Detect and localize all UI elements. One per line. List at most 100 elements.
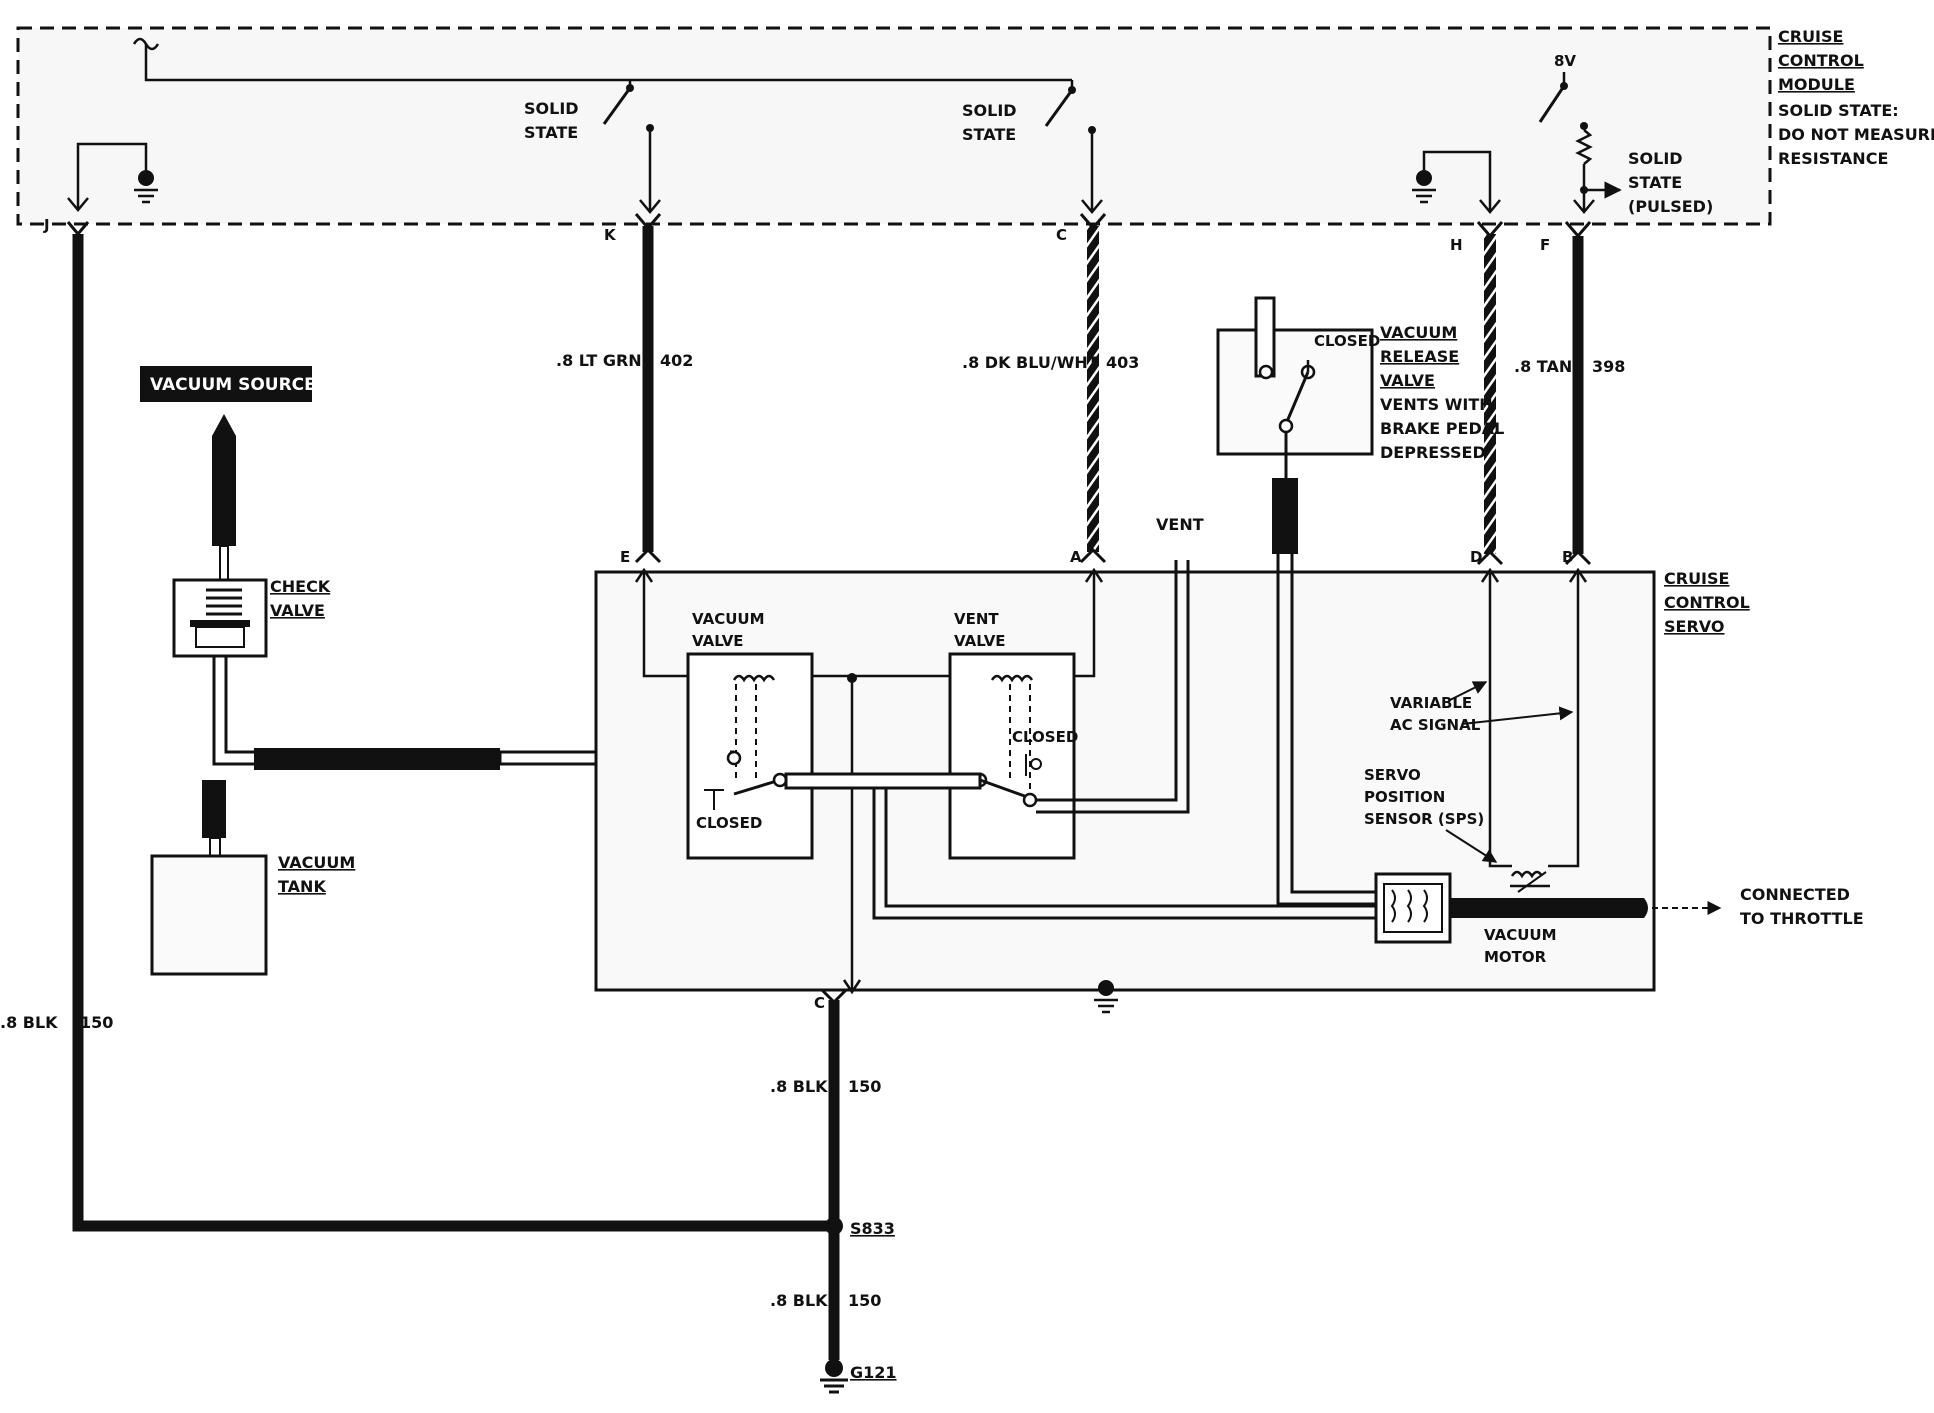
switch-c-label: SOLID xyxy=(962,101,1017,120)
wire-k-e-gauge: .8 LT GRN xyxy=(556,351,642,370)
ground-icon xyxy=(1412,170,1436,204)
sps-pointer xyxy=(1445,829,1498,863)
wire-k-e-circuit: 402 xyxy=(660,351,693,370)
release-valve-title-line2: RELEASE xyxy=(1380,347,1459,366)
wire-j-ground xyxy=(72,234,830,1232)
throttle-label: CONNECTED xyxy=(1740,885,1850,904)
vacuum-tank-label: VACUUM xyxy=(278,853,355,872)
vent-label: VENT xyxy=(1156,515,1204,534)
wire-splice-ground-circuit: 150 xyxy=(848,1291,881,1310)
wire-servo-c-gauge: .8 BLK xyxy=(770,1077,828,1096)
vent-valve-label-line2: VALVE xyxy=(954,632,1006,650)
vacuum-valve-state: CLOSED xyxy=(696,814,762,832)
ground-label: G121 xyxy=(850,1363,897,1382)
vacuum-supply: VACUUM SOURCE CHECK VALVE VACUUM TANK xyxy=(140,366,732,976)
servo-title-line2: CONTROL xyxy=(1664,593,1750,612)
ground-icon xyxy=(134,170,158,204)
wire-h-d-circuit: 398 xyxy=(1592,357,1625,376)
f-supply-voltage: 8V xyxy=(1554,52,1576,70)
vent-passage xyxy=(1036,560,1178,802)
internal-supply-bus xyxy=(144,44,1072,82)
f-solid-state-label: SOLID xyxy=(1628,149,1683,168)
tank-hose xyxy=(202,780,226,838)
release-valve-note-line3: DEPRESSED xyxy=(1380,443,1486,462)
switch-k-label-line2: STATE xyxy=(524,123,578,142)
module-note: SOLID STATE: xyxy=(1778,101,1899,120)
throttle-label-line2: TO THROTTLE xyxy=(1740,909,1864,928)
sps-label-line2: POSITION xyxy=(1364,788,1445,806)
module-note-line3: RESISTANCE xyxy=(1778,149,1888,168)
vacuum-motor-label: VACUUM xyxy=(1484,926,1557,944)
ground-icon xyxy=(820,1359,848,1394)
release-valve-title-line3: VALVE xyxy=(1380,371,1435,390)
module-pin-c: C xyxy=(1056,226,1067,244)
sps-feed-b xyxy=(1548,572,1580,868)
vacuum-tank xyxy=(150,854,268,976)
splice-label: S833 xyxy=(850,1219,895,1238)
sps-label: SERVO xyxy=(1364,766,1421,784)
vacuum-motor-label-line2: MOTOR xyxy=(1484,948,1547,966)
wire-h-d xyxy=(1484,234,1496,554)
wire-c-a xyxy=(1087,226,1099,552)
vacuum-motor xyxy=(1374,872,1452,944)
vacuum-source-hose xyxy=(212,436,236,546)
vacuum-source-hose-tip xyxy=(212,414,236,436)
wire-c-a-circuit: 403 xyxy=(1106,353,1139,372)
variable-signal-label: VARIABLE xyxy=(1390,694,1472,712)
release-valve-title: VACUUM xyxy=(1380,323,1457,342)
release-valve-state: CLOSED xyxy=(1314,332,1380,350)
solid-state-switch-k xyxy=(602,80,661,214)
wire-j-circuit: 150 xyxy=(80,1013,113,1032)
module-pin-f: F xyxy=(1540,236,1550,254)
check-valve xyxy=(172,578,268,658)
vacuum-source-tag xyxy=(140,366,312,402)
servo-title-line3: SERVO xyxy=(1664,617,1724,636)
signal-pointer-d xyxy=(1449,681,1488,701)
vacuum-valve-coil xyxy=(732,674,776,683)
pulsed-switch-f xyxy=(1538,72,1622,214)
wire-splice-ground-gauge: .8 BLK xyxy=(770,1291,828,1310)
vacuum-release-valve xyxy=(1216,296,1374,554)
module-ground-j xyxy=(67,142,148,212)
module-ground-h xyxy=(1422,150,1501,214)
vacuum-valve xyxy=(686,652,814,860)
servo-title: CRUISE xyxy=(1664,569,1729,588)
servo-pin-e: E xyxy=(620,548,630,566)
harness: .8 BLK 150 .8 LT GRN 402 .8 DK BLU/WHT 4… xyxy=(0,213,1625,1394)
vacuum-solenoid-feed xyxy=(642,572,1096,678)
module-title: CRUISE xyxy=(1778,27,1843,46)
f-solid-state-label-line2: STATE xyxy=(1628,173,1682,192)
motor-supply-passage xyxy=(872,788,1380,920)
module-note-line2: DO NOT MEASURE xyxy=(1778,125,1934,144)
switch-k-label: SOLID xyxy=(524,99,579,118)
release-valve-note-line2: BRAKE PEDAL xyxy=(1380,419,1504,438)
module-title-line3: MODULE xyxy=(1778,75,1855,94)
release-valve-passage xyxy=(1276,554,1380,906)
splice-s833 xyxy=(825,1217,843,1235)
ground-icon xyxy=(1094,980,1118,1014)
servo-pin-a: A xyxy=(1070,548,1082,566)
servo-pin-c: C xyxy=(814,994,825,1012)
switch-c-label-line2: STATE xyxy=(962,125,1016,144)
vent-valve-coil xyxy=(990,674,1034,683)
vent-valve xyxy=(948,652,1076,860)
wire-c-a-gauge: .8 DK BLU/WHT xyxy=(962,353,1099,372)
wire-servo-c-circuit: 150 xyxy=(848,1077,881,1096)
module-boundary xyxy=(16,26,1772,226)
check-valve-label: CHECK xyxy=(270,577,331,596)
variable-signal-label-line2: AC SIGNAL xyxy=(1390,716,1481,734)
sps-label-line3: SENSOR (SPS) xyxy=(1364,810,1484,828)
cruise-control-module: CRUISE CONTROL MODULE SOLID STATE: DO NO… xyxy=(16,26,1934,254)
vacuum-source-label: VACUUM SOURCE xyxy=(150,375,316,395)
solid-state-switch-c xyxy=(1044,80,1103,214)
vacuum-valve-label-line2: VALVE xyxy=(692,632,744,650)
f-solid-state-label-line3: (PULSED) xyxy=(1628,197,1713,216)
module-pin-j: J xyxy=(43,216,50,234)
vacuum-tee xyxy=(212,656,500,766)
vacuum-line-to-servo xyxy=(254,748,500,770)
module-pin-h: H xyxy=(1450,236,1463,254)
release-valve-note: VENTS WITH xyxy=(1380,395,1493,414)
signal-pointer-b xyxy=(1461,706,1574,725)
wire-h-d-gauge: .8 TAN xyxy=(1514,357,1572,376)
wire-j-gauge: .8 BLK xyxy=(0,1013,58,1032)
